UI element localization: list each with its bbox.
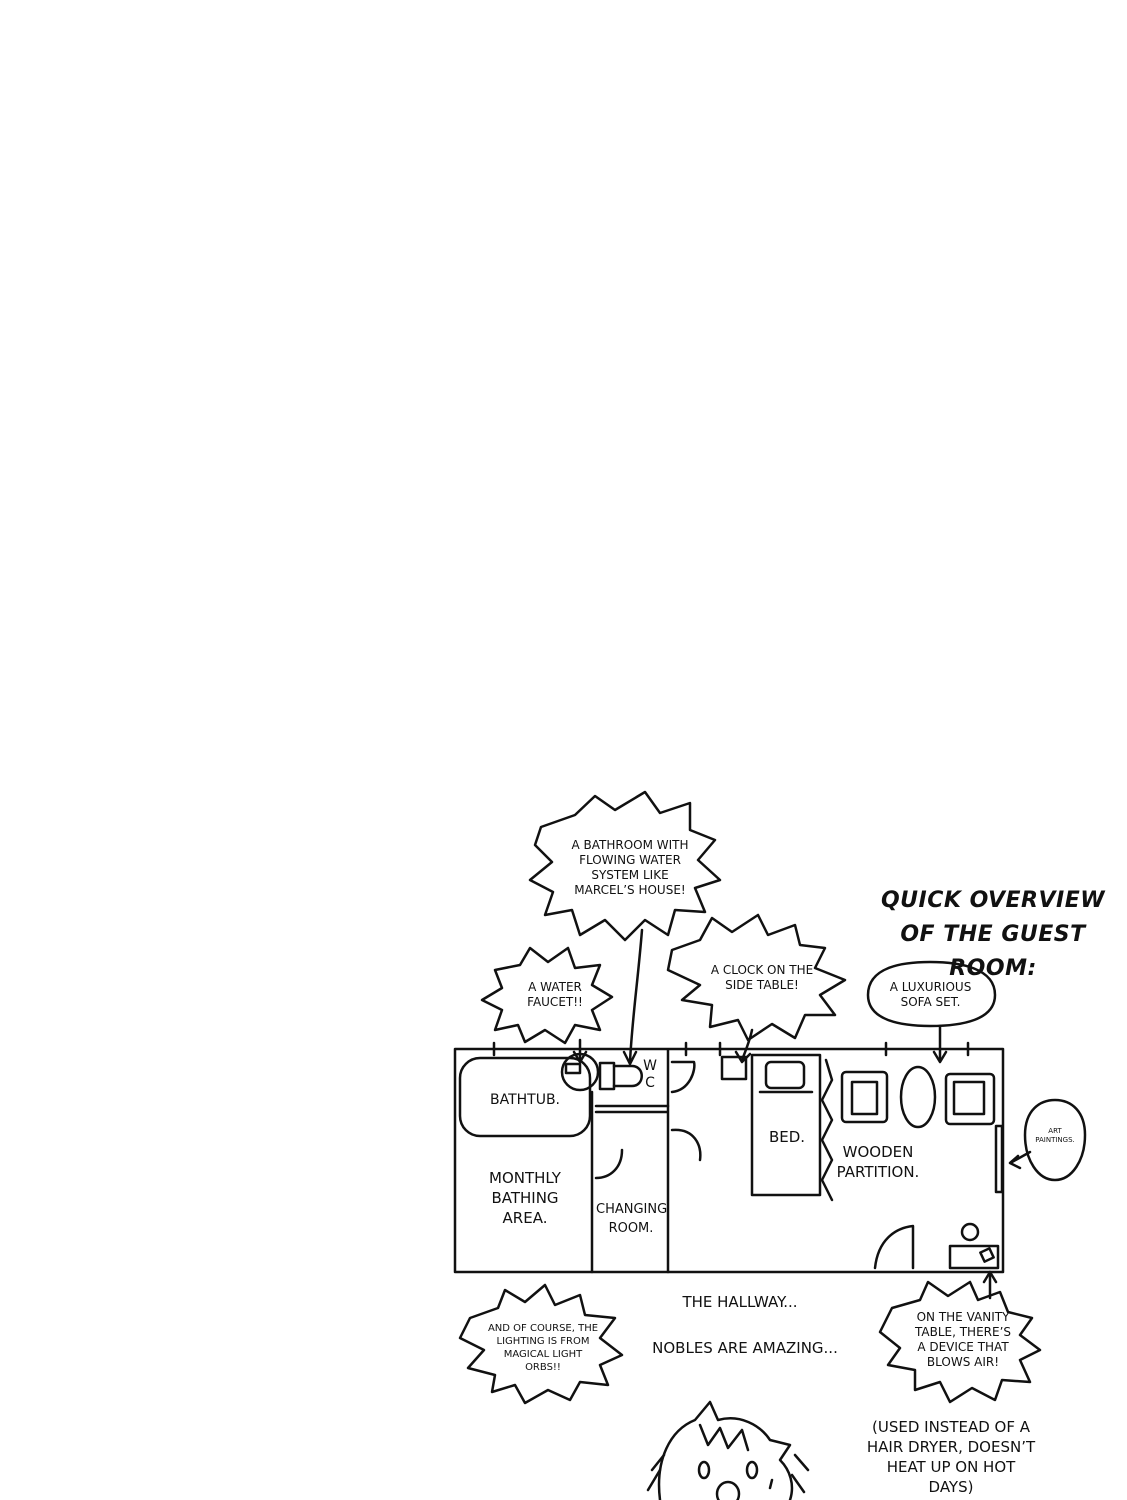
callout-bathroom: A BATHROOM WITH FLOWING WATER SYSTEM LIK…	[571, 838, 689, 897]
stool	[960, 1222, 980, 1242]
bathtub	[458, 1056, 592, 1138]
sofa-bubble	[866, 960, 997, 1028]
label-bathing-area: MONTHLY BATHING AREA.	[489, 1169, 561, 1227]
faucet-circle	[560, 1052, 600, 1092]
vanity-table	[948, 1244, 1000, 1270]
vanity-bubble	[878, 1280, 1042, 1404]
faucet-bubble	[480, 946, 614, 1045]
label-changing-room: CHANGING ROOM.	[596, 1202, 668, 1236]
chibi-character	[646, 1400, 810, 1500]
note-nobles: NOBLES ARE AMAZING...	[652, 1339, 838, 1357]
callout-lighting: AND OF COURSE, THE LIGHTING IS FROM MAGI…	[487, 1323, 599, 1373]
door-changing	[670, 1128, 702, 1162]
callout-clock: A CLOCK ON THE SIDE TABLE!	[710, 963, 814, 992]
callout-faucet: A WATER FAUCET!!	[527, 980, 583, 1009]
bed	[750, 1053, 822, 1197]
clock-bubble	[666, 913, 847, 1042]
coffee-table	[899, 1065, 937, 1129]
bathroom-bubble	[528, 790, 722, 942]
side-table	[720, 1055, 748, 1081]
pillow	[764, 1060, 806, 1090]
note-dryer: (USED INSTEAD OF A HAIR DRYER, DOESN’T H…	[866, 1418, 1036, 1496]
label-bathtub: BATHTUB.	[489, 1092, 561, 1108]
page-title: QUICK OVERVIEW OF THE GUEST ROOM:	[880, 888, 1106, 981]
door-bathing	[594, 1148, 624, 1180]
art-painting	[994, 1124, 1004, 1194]
wooden-partition	[820, 1058, 834, 1202]
art-bubble	[1023, 1098, 1087, 1182]
label-bed: BED.	[768, 1128, 806, 1146]
toilet-tank	[598, 1061, 616, 1091]
sofa-left	[840, 1070, 889, 1124]
label-partition: WOODEN PARTITION.	[836, 1143, 920, 1181]
lighting-bubble	[458, 1283, 624, 1405]
door-wc	[670, 1060, 696, 1094]
label-wc: W C	[643, 1058, 657, 1091]
callout-sofa: A LUXURIOUS SOFA SET.	[889, 980, 972, 1009]
note-hallway: THE HALLWAY...	[682, 1293, 798, 1311]
callout-art: ART PAINTINGS.	[1035, 1127, 1075, 1144]
door-main	[873, 1224, 915, 1270]
toilet-bowl	[612, 1064, 643, 1088]
sofa-right	[944, 1072, 996, 1126]
callout-vanity: ON THE VANITY TABLE, THERE’S A DEVICE TH…	[914, 1310, 1012, 1369]
